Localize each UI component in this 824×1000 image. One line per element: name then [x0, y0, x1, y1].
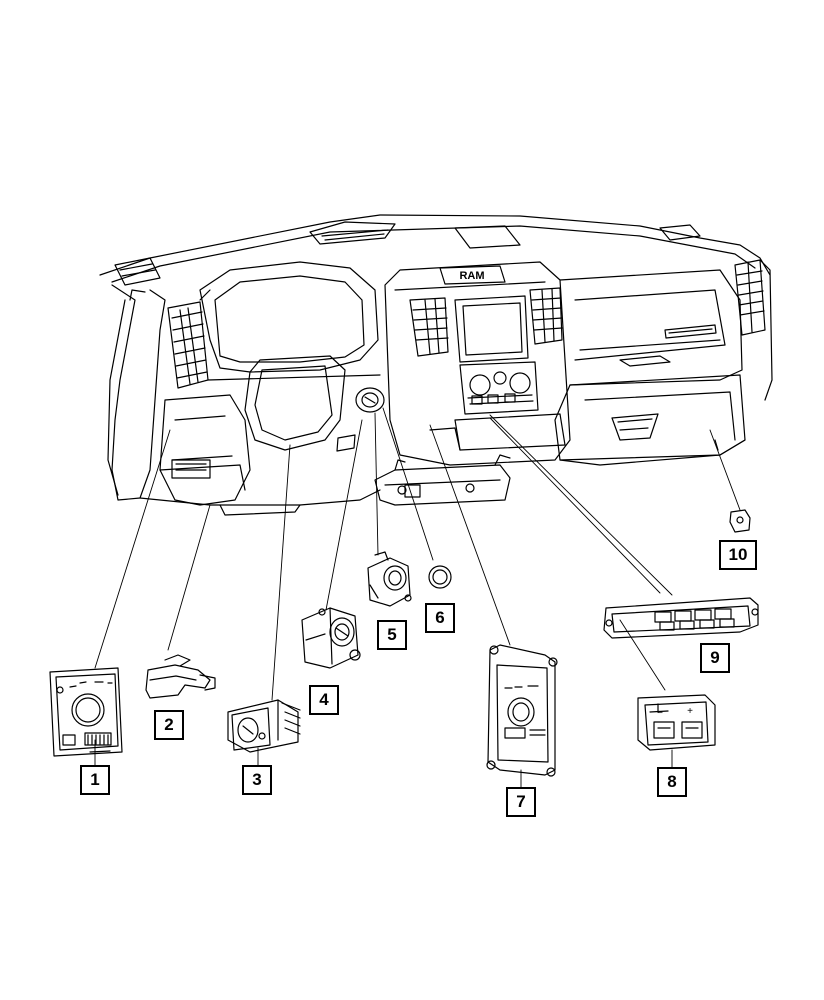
- callout-1[interactable]: 1: [80, 765, 110, 795]
- svg-text:−: −: [657, 708, 663, 719]
- callout-5[interactable]: 5: [377, 620, 407, 650]
- switch-bank-part: [603, 597, 759, 639]
- callout-6[interactable]: 6: [425, 603, 455, 633]
- switch-bracket-part: [145, 654, 216, 699]
- instrument-panel: RAM: [99, 214, 773, 516]
- callout-4[interactable]: 4: [309, 685, 339, 715]
- callout-3[interactable]: 3: [242, 765, 272, 795]
- dimmer-switch-part: [227, 699, 301, 753]
- leader-lines: [94, 407, 741, 788]
- dash-brand-text: RAM: [459, 270, 484, 282]
- trim-ring-part: [428, 565, 452, 589]
- switch-blank-part: [729, 509, 751, 533]
- callout-10[interactable]: 10: [719, 540, 757, 570]
- svg-text:+: +: [687, 706, 693, 717]
- shifter-module-part: [486, 644, 558, 777]
- headlamp-switch-part: [49, 667, 123, 757]
- callout-7[interactable]: 7: [506, 787, 536, 817]
- ignition-switch-part: [301, 607, 361, 669]
- ignition-switch-housing-part: [367, 551, 412, 607]
- callout-9[interactable]: 9: [700, 643, 730, 673]
- callout-2[interactable]: 2: [154, 710, 184, 740]
- switch-panel-part: + −: [637, 694, 716, 751]
- callout-8[interactable]: 8: [657, 767, 687, 797]
